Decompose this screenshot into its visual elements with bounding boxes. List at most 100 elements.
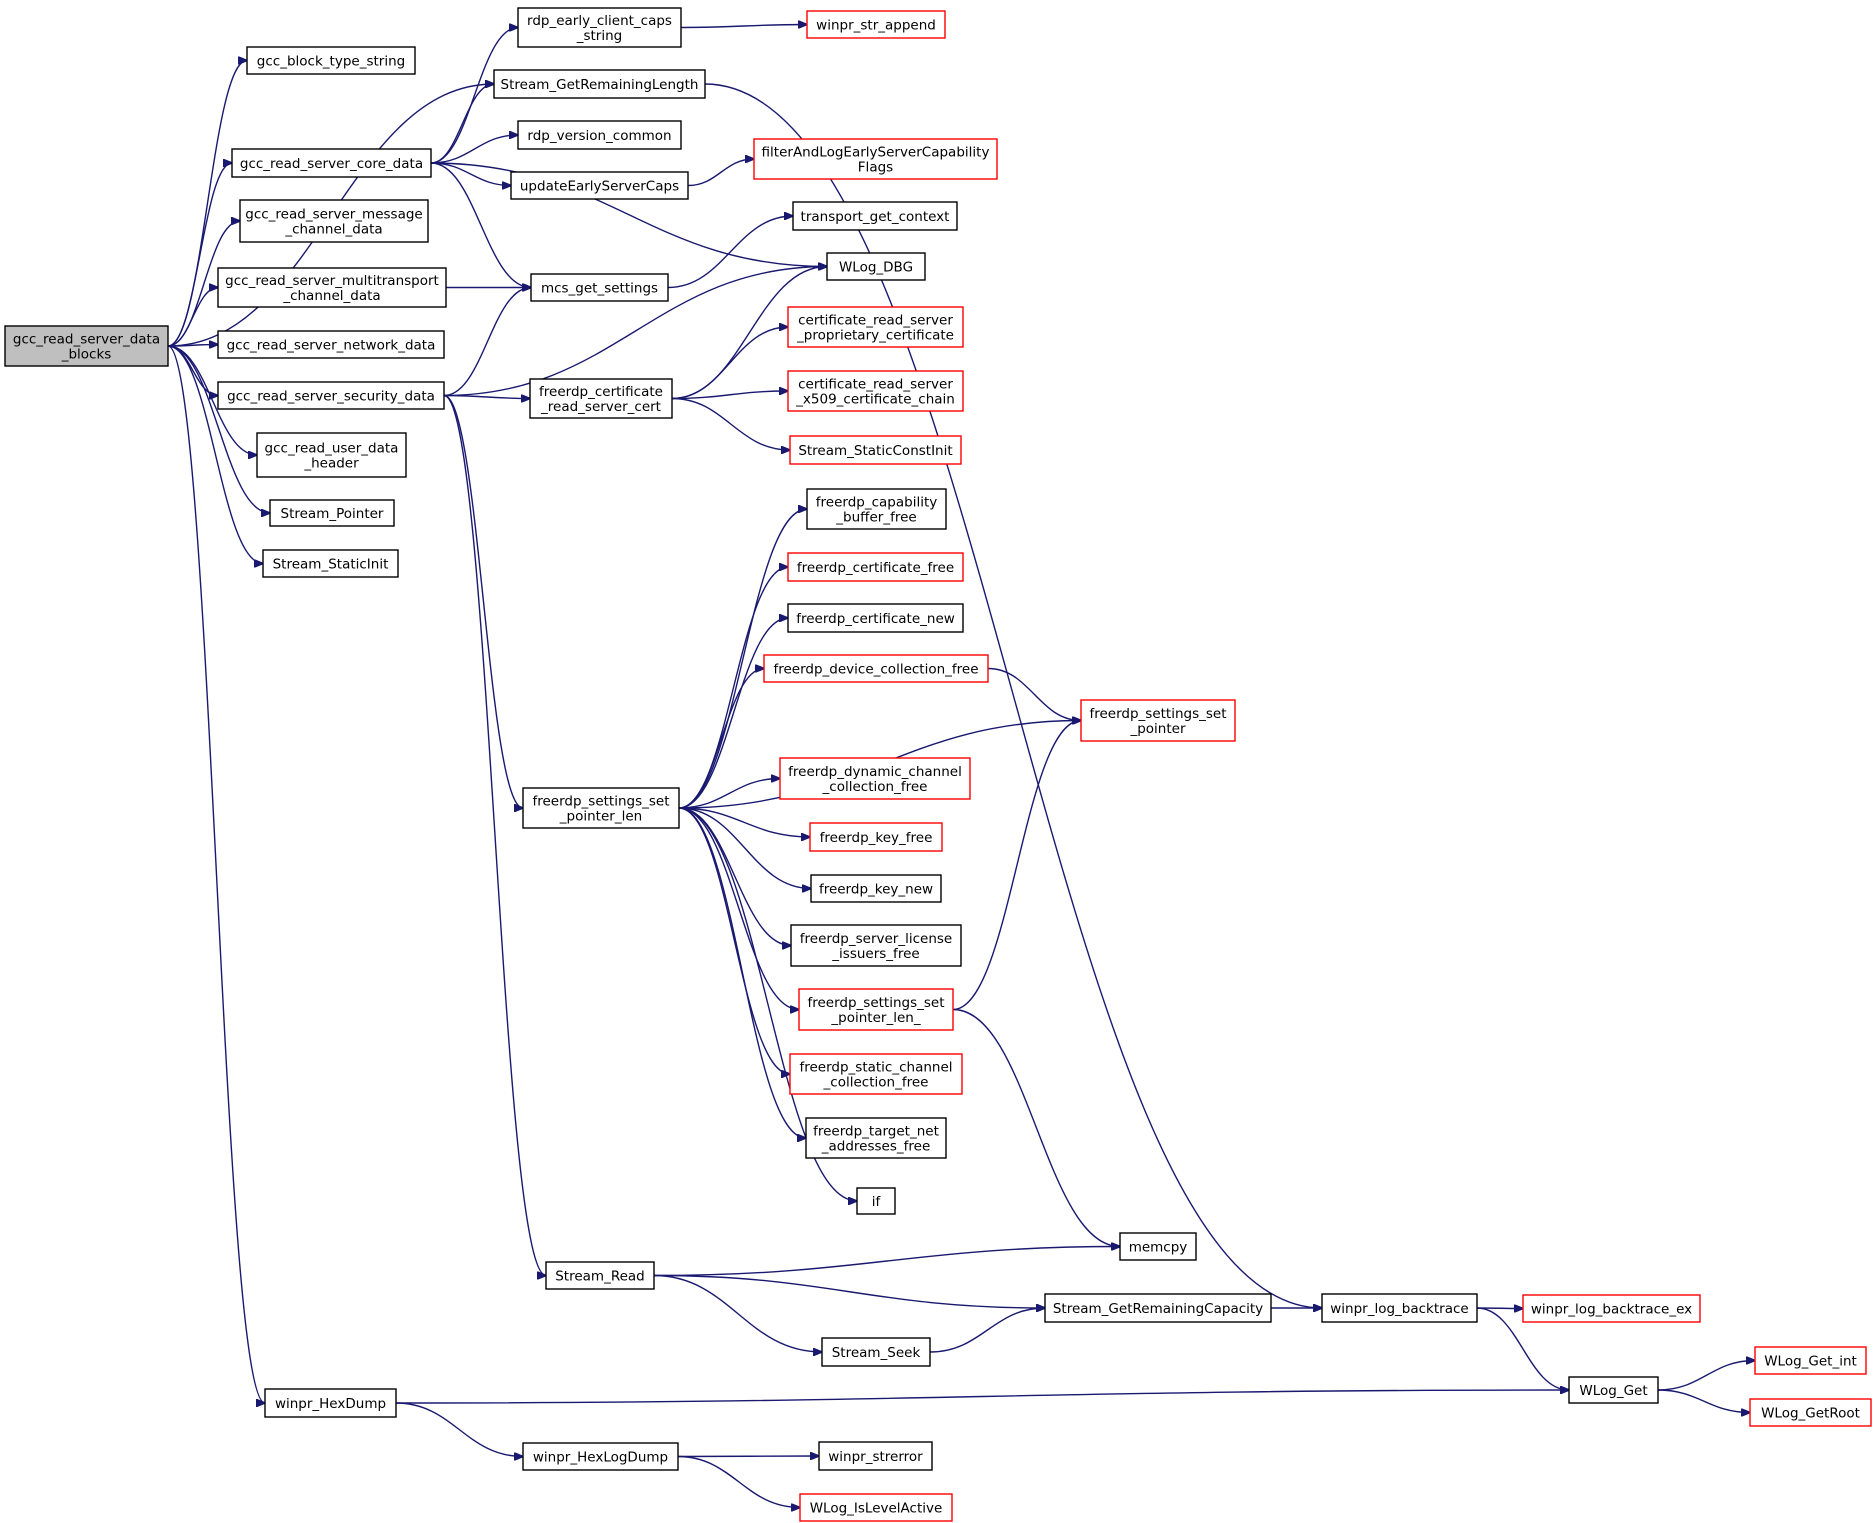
node-winpr-log-backtrace-ex[interactable]: winpr_log_backtrace_ex xyxy=(1522,1294,1701,1323)
node-stream-pointer[interactable]: Stream_Pointer xyxy=(269,499,395,527)
node-freerdp-device-collection-free[interactable]: freerdp_device_collection_free xyxy=(763,654,989,683)
node-label: winpr_log_backtrace xyxy=(1330,1301,1468,1317)
node-box xyxy=(1080,699,1236,742)
node-memcpy[interactable]: memcpy xyxy=(1119,1232,1197,1261)
node-label: _channel_data xyxy=(284,222,382,238)
edge-freerdp-settings-set-pointer-len-to-freerdp-key-new xyxy=(678,807,811,889)
node-root[interactable]: gcc_read_server_data_blocks xyxy=(4,325,169,367)
edge-path xyxy=(678,807,857,1201)
edge-mcs-get-settings-to-transport-get-context xyxy=(667,216,793,289)
node-certificate-read-server-x509-certificate-chain[interactable]: certificate_read_server_x509_certificate… xyxy=(787,370,964,412)
node-stream-read[interactable]: Stream_Read xyxy=(545,1261,655,1290)
node-winpr-str-append[interactable]: winpr_str_append xyxy=(806,10,946,39)
node-freerdp-target-net-addresses-free[interactable]: freerdp_target_net_addresses_free xyxy=(805,1117,947,1159)
edge-freerdp-settings-set-pointer-len-to-freerdp-certificate-free xyxy=(678,567,788,809)
node-freerdp-server-license-issuers-free[interactable]: freerdp_server_license_issuers_free xyxy=(790,924,962,967)
edge-gcc-read-server-core-data-to-mcs-get-settings xyxy=(430,162,531,288)
edge-path xyxy=(678,807,790,1074)
node-gcc-read-server-message-channel-data[interactable]: gcc_read_server_message_channel_data xyxy=(239,199,429,243)
edge-path xyxy=(430,162,531,288)
node-label: _channel_data xyxy=(282,288,380,304)
node-label: freerdp_key_free xyxy=(820,830,933,846)
node-wlog-get-int[interactable]: WLog_Get_int xyxy=(1754,1346,1867,1375)
node-stream-getremaininglength[interactable]: Stream_GetRemainingLength xyxy=(493,69,706,99)
edge-root-to-gcc-read-server-core-data xyxy=(167,163,232,347)
node-stream-staticconstinit[interactable]: Stream_StaticConstInit xyxy=(789,435,962,465)
edge-path xyxy=(443,394,546,1276)
node-updateearlyservercaps[interactable]: updateEarlyServerCaps xyxy=(510,171,689,200)
node-wlog-islevelactive[interactable]: WLog_IsLevelActive xyxy=(799,1493,953,1522)
node-freerdp-dynamic-channel-collection-free[interactable]: freerdp_dynamic_channel_collection_free xyxy=(779,757,971,800)
edge-freerdp-settings-set-pointer-len-to-freerdp-settings-set-pointer xyxy=(952,721,1081,1011)
edge-freerdp-settings-set-pointer-len-to-if xyxy=(678,807,857,1201)
edge-path xyxy=(678,618,788,809)
edge-path xyxy=(167,345,218,347)
node-rdp-version-common[interactable]: rdp_version_common xyxy=(517,120,682,150)
edge-stream-read-to-stream-getremainingcapacity xyxy=(653,1274,1045,1309)
node-winpr-log-backtrace[interactable]: winpr_log_backtrace xyxy=(1321,1293,1478,1323)
node-certificate-read-server-proprietary-certificate[interactable]: certificate_read_server_proprietary_cert… xyxy=(787,306,964,348)
node-label: freerdp_target_net xyxy=(813,1124,939,1140)
node-gcc-read-server-multitransport-channel-data[interactable]: gcc_read_server_multitransport_channel_d… xyxy=(217,267,447,308)
node-freerdp-static-channel-collection-free[interactable]: freerdp_static_channel_collection_free xyxy=(789,1053,963,1095)
node-winpr-hexdump[interactable]: winpr_HexDump xyxy=(264,1388,397,1418)
node-box xyxy=(799,1493,953,1522)
edge-freerdp-settings-set-pointer-len-to-freerdp-dynamic-channel-collection-free xyxy=(678,779,780,809)
node-freerdp-settings-set-pointer[interactable]: freerdp_settings_set_pointer xyxy=(1080,699,1236,742)
node-freerdp-settings-set-pointer-len[interactable]: freerdp_settings_set_pointer_len_ xyxy=(798,988,954,1031)
node-stream-staticinit[interactable]: Stream_StaticInit xyxy=(262,549,399,578)
node-wlog-dbg[interactable]: WLog_DBG xyxy=(826,252,926,281)
node-gcc-block-type-string[interactable]: gcc_block_type_string xyxy=(246,46,416,75)
node-if[interactable]: if xyxy=(856,1187,896,1215)
node-gcc-read-server-network-data[interactable]: gcc_read_server_network_data xyxy=(217,330,445,359)
edge-freerdp-settings-set-pointer-len-to-memcpy xyxy=(952,1008,1120,1247)
node-transport-get-context[interactable]: transport_get_context xyxy=(792,201,958,231)
edge-gcc-read-server-core-data-to-wlog-dbg xyxy=(430,162,827,267)
node-freerdp-certificate-free[interactable]: freerdp_certificate_free xyxy=(787,552,964,582)
node-freerdp-capability-buffer-free[interactable]: freerdp_capability_buffer_free xyxy=(806,488,947,530)
edge-path xyxy=(443,394,523,809)
node-freerdp-certificate-read-server-cert[interactable]: freerdp_certificate_read_server_cert xyxy=(529,378,673,419)
node-box xyxy=(1044,1293,1272,1323)
node-box xyxy=(856,1187,896,1215)
node-label: gcc_read_user_data xyxy=(265,441,399,457)
node-box xyxy=(269,499,395,527)
node-box xyxy=(821,1337,931,1367)
node-label: gcc_read_server_data xyxy=(13,332,160,348)
edge-updateearlyservercaps-to-filterandlogearlyservercapabilityflags xyxy=(687,159,754,187)
node-wlog-get[interactable]: WLog_Get xyxy=(1568,1376,1659,1404)
node-freerdp-settings-set-pointer-len[interactable]: freerdp_settings_set_pointer_len xyxy=(522,787,680,829)
node-rdp-early-client-caps-string[interactable]: rdp_early_client_caps_string xyxy=(517,7,682,48)
edge-path xyxy=(687,159,754,187)
edge-path xyxy=(167,288,218,347)
node-box xyxy=(1522,1294,1701,1323)
node-gcc-read-server-core-data[interactable]: gcc_read_server_core_data xyxy=(231,148,432,178)
node-freerdp-key-free[interactable]: freerdp_key_free xyxy=(809,822,943,852)
node-box xyxy=(545,1261,655,1290)
node-box xyxy=(787,603,964,633)
node-winpr-hexlogdump[interactable]: winpr_HexLogDump xyxy=(522,1442,679,1471)
node-box xyxy=(529,378,673,419)
node-gcc-read-server-security-data[interactable]: gcc_read_server_security_data xyxy=(217,381,445,410)
edge-gcc-read-server-core-data-to-stream-getremaininglength xyxy=(430,84,494,164)
node-stream-getremainingcapacity[interactable]: Stream_GetRemainingCapacity xyxy=(1044,1293,1272,1323)
node-stream-seek[interactable]: Stream_Seek xyxy=(821,1337,931,1367)
node-freerdp-key-new[interactable]: freerdp_key_new xyxy=(810,874,942,903)
node-label: _collection_free xyxy=(822,779,928,795)
node-label: _pointer xyxy=(1129,721,1185,737)
node-box xyxy=(264,1388,397,1418)
node-mcs-get-settings[interactable]: mcs_get_settings xyxy=(530,273,669,302)
edge-root-to-stream-staticinit xyxy=(167,345,263,564)
edge-path xyxy=(952,1008,1120,1247)
node-wlog-getroot[interactable]: WLog_GetRoot xyxy=(1749,1398,1872,1427)
node-box xyxy=(262,549,399,578)
node-label: winpr_HexDump xyxy=(275,1396,386,1412)
node-gcc-read-user-data-header[interactable]: gcc_read_user_data_header xyxy=(256,432,407,478)
node-label: freerdp_device_collection_free xyxy=(773,662,978,678)
node-label: WLog_Get xyxy=(1579,1383,1647,1399)
node-label: freerdp_certificate_free xyxy=(797,560,954,576)
node-box xyxy=(1119,1232,1197,1261)
node-winpr-strerror[interactable]: winpr_strerror xyxy=(818,1441,933,1471)
node-freerdp-certificate-new[interactable]: freerdp_certificate_new xyxy=(787,603,964,633)
